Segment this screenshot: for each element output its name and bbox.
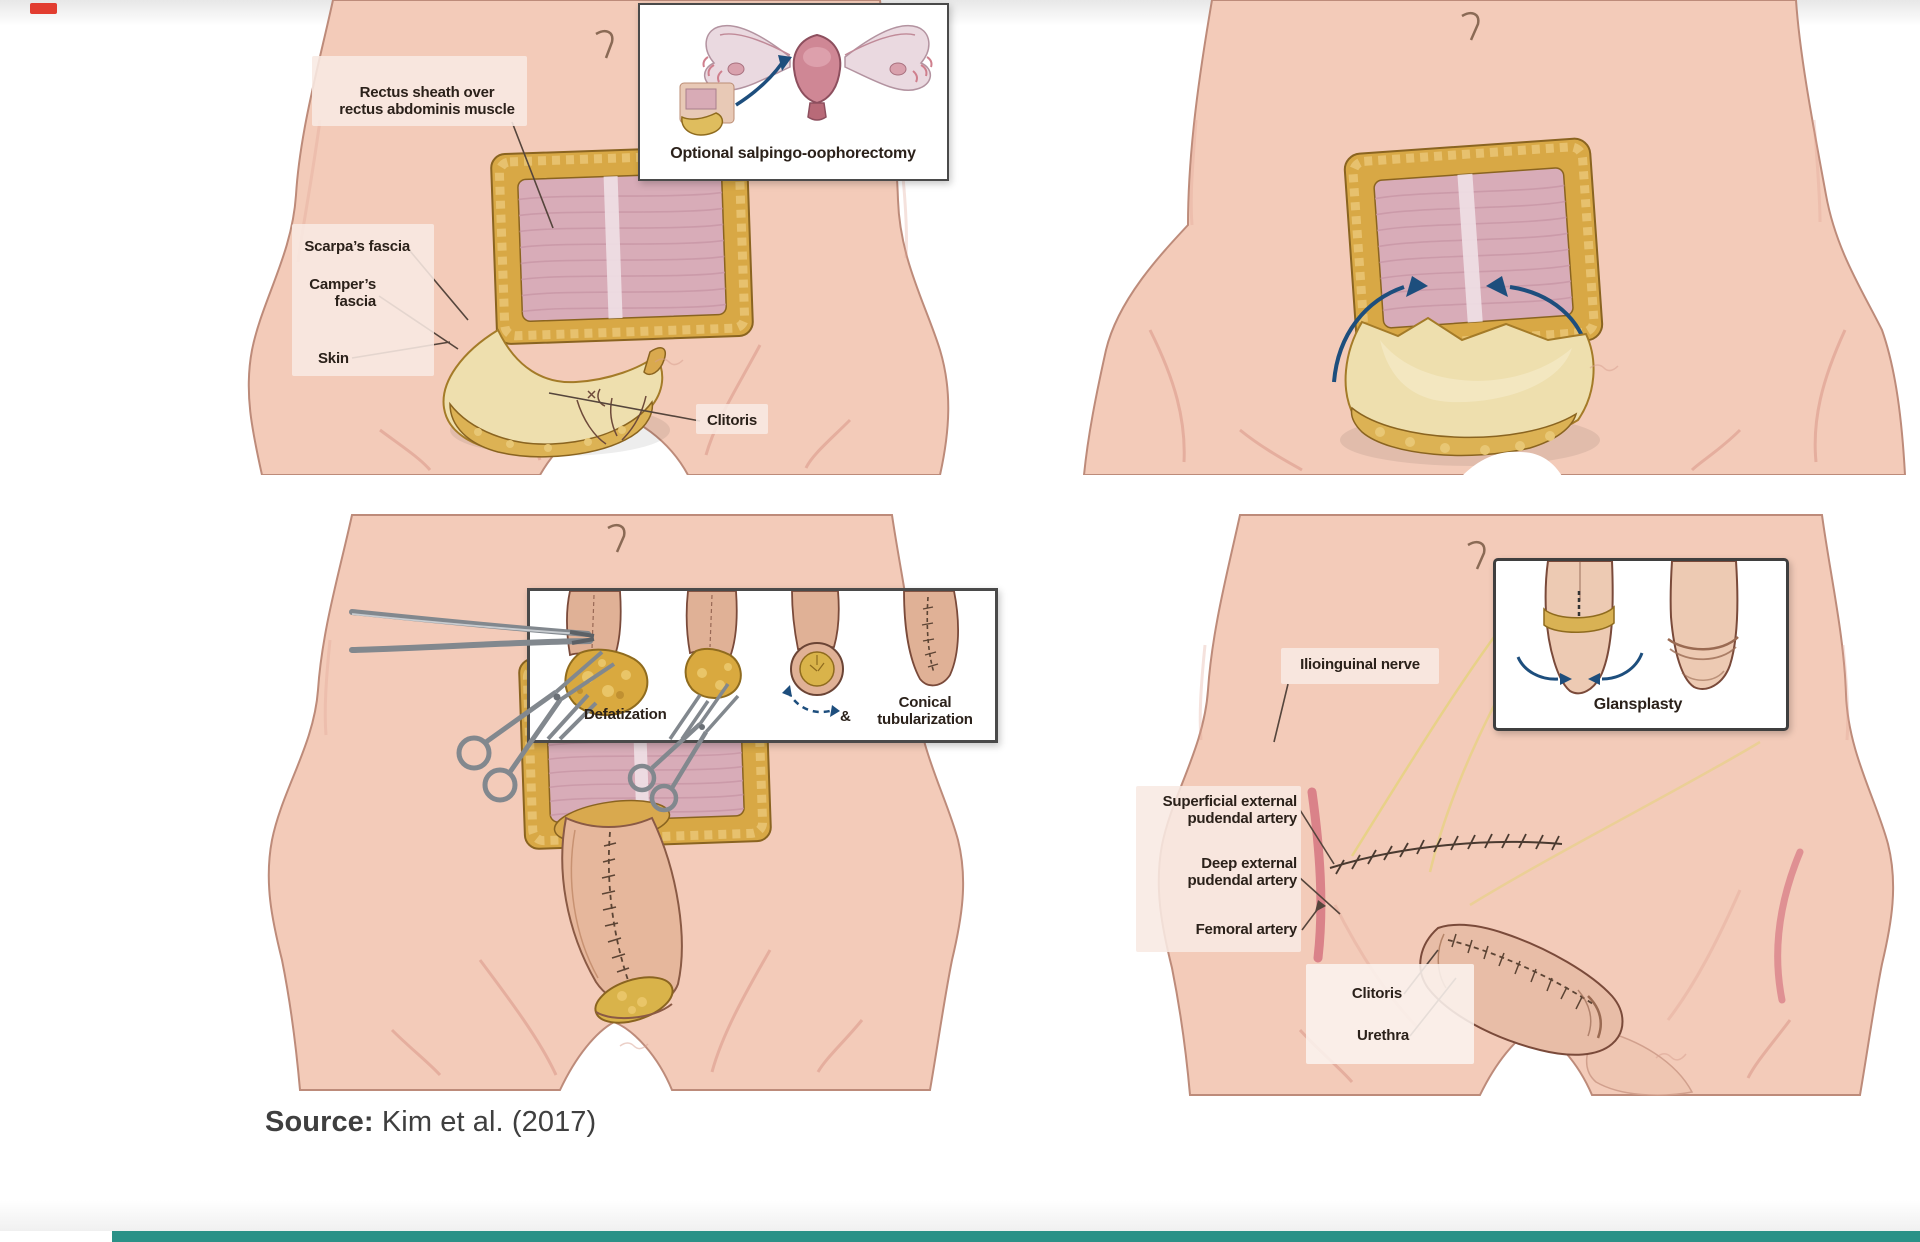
flap-shadow: [450, 404, 670, 456]
incision-suture-line: [1329, 840, 1563, 869]
artist-signature: [1655, 1053, 1687, 1061]
femoral-artery-vessel: [1307, 787, 1326, 963]
linea-alba: [1457, 173, 1483, 323]
fat-texture: [1375, 427, 1555, 455]
suture-ticks: [601, 842, 630, 973]
ampersand-label: &: [840, 708, 851, 725]
medialization-arrows: [1332, 276, 1590, 383]
bottom-gradient: [0, 1200, 1920, 1231]
navel-mark: [595, 30, 614, 59]
abdominal-window: [1343, 137, 1604, 357]
campers-label: Camper’s fascia: [309, 276, 376, 310]
red-marker: [30, 3, 57, 14]
defatization-label: Defatization: [584, 706, 667, 723]
labial-mound: [1585, 1029, 1694, 1096]
panel-top-right-illustration: [1082, 0, 1907, 475]
fat-flap-scallop: [449, 400, 654, 458]
fat-flap: [442, 328, 664, 454]
clitoris-label-p4: Clitoris: [1351, 985, 1402, 1002]
fat-flap: [1344, 316, 1595, 446]
glansplasty-inset-caption: Glansplasty: [1593, 696, 1683, 713]
suture-line: [607, 831, 631, 987]
vulva-detail: [576, 388, 647, 445]
skin-label: Skin: [318, 350, 349, 367]
salpingo-inset-caption: Optional salpingo-oophorectomy: [670, 145, 916, 162]
neophallus-tube: [561, 816, 683, 1008]
superficial-pudendal-label: Superficial external pudendal artery: [1162, 793, 1298, 827]
rectus-label: Rectus sheath over rectus abdominis musc…: [339, 84, 515, 118]
fat-flap-scallop: [1350, 406, 1578, 457]
ilioinguinal-label: Ilioinguinal nerve: [1300, 656, 1420, 673]
fat-mass-2: [684, 647, 742, 699]
linea-alba: [603, 176, 623, 319]
cervix: [807, 102, 827, 121]
urethra-label-p4: Urethra: [1357, 1027, 1409, 1044]
source-caption: Source: Kim et al. (2017): [265, 1106, 596, 1139]
fat-core-tip: [594, 976, 674, 1024]
fat-flap-curl: [643, 347, 666, 376]
top-gradient: [0, 0, 1920, 26]
fat-flap-highlight: [1380, 340, 1572, 403]
uterus-body: [792, 33, 842, 105]
navel-mark: [1467, 541, 1486, 570]
source-caption-text: Kim et al. (2017): [373, 1106, 597, 1138]
femoral-artery-label: Femoral artery: [1195, 921, 1298, 938]
artist-signature: [654, 358, 684, 366]
right-thigh-vessel: [1774, 848, 1804, 1004]
fat-collar: [553, 799, 671, 845]
incision-stitches: [1335, 833, 1560, 875]
scarpas-label: Scarpa’s fascia: [304, 238, 410, 255]
conical-tubularization-label: Conical tubularization: [877, 694, 973, 728]
fat-tip-texture: [617, 991, 647, 1014]
bottom-progress-bar: [112, 1231, 1920, 1242]
source-caption-prefix: Source:: [265, 1106, 374, 1138]
navel-mark: [607, 524, 626, 553]
artist-signature: [1589, 364, 1619, 372]
artist-signature: [619, 1042, 649, 1050]
skin-shading: [1148, 119, 1847, 472]
fat-texture: [474, 426, 626, 452]
femoral-leader-arrowhead: [1315, 900, 1326, 912]
torso: [1082, 0, 1907, 475]
muscle-striations: [518, 191, 727, 313]
deep-pudendal-label: Deep external pudendal artery: [1187, 855, 1297, 889]
clitoris-label: Clitoris: [706, 412, 758, 429]
clitoris-urethra-label-box: [1306, 964, 1474, 1064]
